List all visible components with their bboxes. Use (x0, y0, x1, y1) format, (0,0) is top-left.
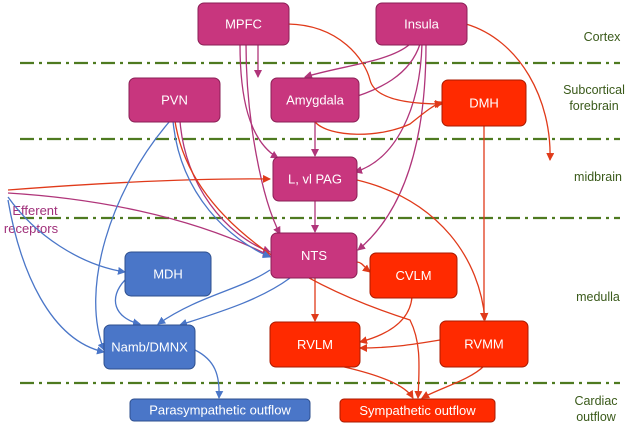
arrow-receptors-pag (7, 174, 271, 191)
arrow-pvn-namb (95, 120, 171, 351)
arrow-nts-namb (179, 277, 291, 327)
level-label-cortex: Cortex (584, 30, 622, 44)
node-rvmm: RVMM (439, 320, 529, 368)
arrow-mpfc-dmh (287, 23, 443, 108)
arrow-amygdala-dmh (314, 100, 443, 135)
node-amygdala-label: Amygdala (286, 93, 345, 108)
level-label-subcortical-2: forebrain (569, 99, 618, 113)
node-namb: Namb/DMNX (103, 324, 196, 370)
level-label-cardiac-1: Cardiac (574, 394, 617, 408)
node-parasympathetic-label: Parasympathetic outflow (149, 403, 291, 418)
arrow-pvn-nts (179, 120, 271, 254)
arrow-insula-amygdala-2 (304, 43, 411, 79)
node-rvmm-label: RVMM (464, 337, 503, 352)
arrow-nts-mdh (157, 269, 271, 325)
node-sympathetic-outflow: Sympathetic outflow (339, 398, 496, 423)
node-dmh: DMH (441, 79, 527, 127)
node-dmh-label: DMH (469, 96, 499, 111)
level-label-cardiac-2: outflow (576, 410, 617, 424)
efferent-receptors-label-2: receptors (4, 221, 59, 236)
node-cvlm-label: CVLM (395, 268, 431, 283)
node-pvn-label: PVN (161, 93, 188, 108)
node-insula: Insula (375, 2, 468, 46)
node-rvlm: RVLM (269, 321, 361, 368)
arrow-namb-parasympathetic (194, 349, 224, 399)
node-parasympathetic-outflow: Parasympathetic outflow (129, 398, 311, 422)
node-pag: L, vl PAG (272, 156, 358, 202)
arrow-mdh-namb (114, 279, 141, 327)
efferent-receptors-label-1: Efferent (12, 203, 58, 218)
node-mdh: MDH (124, 251, 212, 297)
node-pag-label: L, vl PAG (288, 172, 342, 187)
node-cvlm: CVLM (369, 252, 458, 299)
arrow-rvlm-sympathetic (339, 365, 414, 399)
arrow-insula-pag (354, 43, 423, 174)
node-rvlm-label: RVLM (297, 337, 333, 352)
node-amygdala: Amygdala (270, 77, 360, 123)
arrow-cvlm-rvlm (359, 296, 413, 345)
arrow-mpfc-nts (245, 43, 281, 235)
node-sympathetic-label: Sympathetic outflow (359, 403, 476, 418)
arrow-pag-rvmm (356, 179, 489, 321)
arrow-mpfc-pag (239, 43, 279, 159)
arrow-nts-cvlm (356, 261, 371, 273)
arrow-receptors-mdh (7, 196, 126, 275)
node-nts-label: NTS (301, 248, 327, 263)
node-nts: NTS (270, 232, 358, 279)
node-mpfc: MPFC (197, 2, 290, 46)
level-label-midbrain: midbrain (574, 170, 622, 184)
level-label-subcortical-1: Subcortical (563, 83, 625, 97)
node-namb-label: Namb/DMNX (111, 340, 188, 355)
node-insula-label: Insula (404, 17, 439, 32)
arrow-pvn-nts-blue (172, 120, 271, 258)
arrow-rvmm-sympathetic (421, 365, 485, 399)
node-pvn: PVN (128, 77, 221, 123)
arrow-receptors-namb (7, 199, 105, 355)
node-mpfc-label: MPFC (225, 17, 262, 32)
arrow-pvn-sympathetic (174, 120, 423, 399)
arrow-insula-rvlm (465, 23, 555, 161)
arrow-receptors-nts (7, 192, 271, 257)
arrow-insula-nts (357, 43, 427, 251)
level-label-medulla: medulla (576, 290, 620, 304)
arrow-rvmm-rvlm (359, 339, 441, 352)
node-mdh-label: MDH (153, 267, 183, 282)
